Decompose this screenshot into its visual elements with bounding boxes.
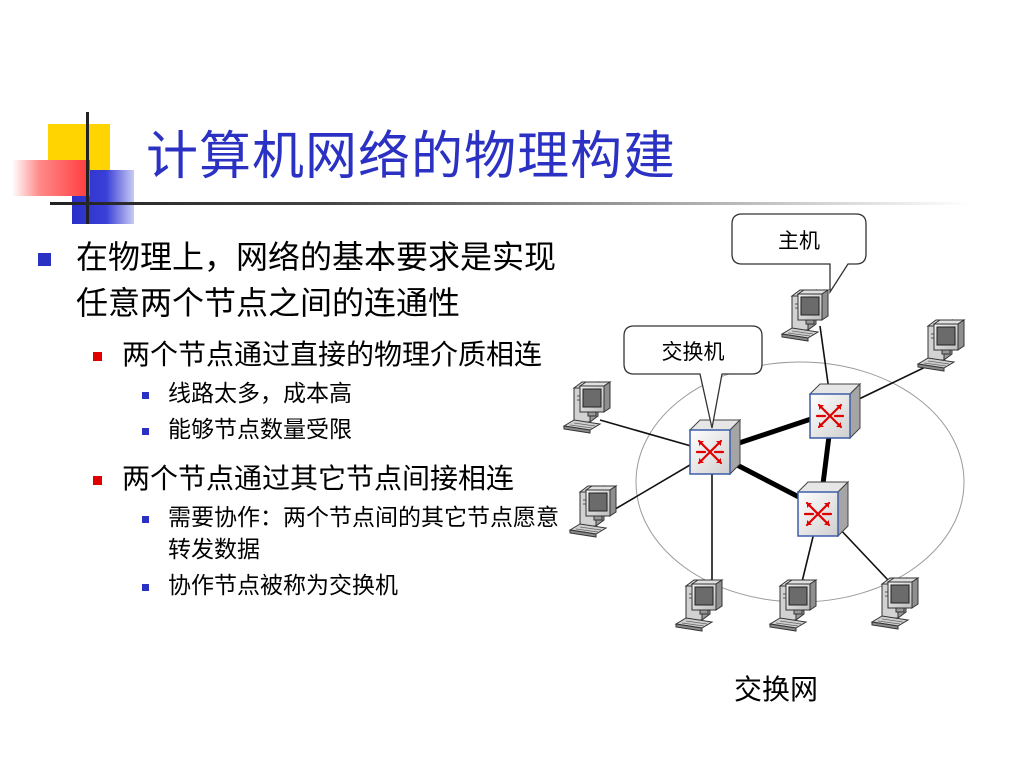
slide-title: 计算机网络的物理构建	[146, 127, 677, 187]
computer-icon	[769, 579, 817, 632]
computer-icon	[917, 319, 965, 372]
bullet-level2: 两个节点通过直接的物理介质相连	[38, 336, 578, 374]
computer-icon	[675, 579, 723, 632]
diagram-caption: 交换网	[734, 673, 819, 706]
logo-vertical-line	[86, 112, 89, 224]
bullet-level3: 线路太多，成本高	[38, 378, 578, 410]
host-label: 主机	[778, 229, 820, 253]
bullet-level2: 两个节点通过其它节点间接相连	[38, 460, 578, 498]
bullet-text: 两个节点通过直接的物理介质相连	[122, 338, 543, 371]
bullet-level3: 协作节点被称为交换机	[38, 570, 578, 602]
computer-icon	[871, 577, 919, 630]
switch-callout: 交换机	[623, 325, 763, 429]
square-bullet-icon	[93, 476, 102, 485]
title-underline	[50, 202, 970, 205]
square-bullet-icon	[142, 516, 149, 523]
bullet-text: 能够节点数量受限	[168, 417, 352, 443]
square-bullet-icon	[38, 253, 51, 266]
bullet-list: 在物理上，网络的基本要求是实现任意两个节点之间的连通性 两个节点通过直接的物理介…	[38, 234, 578, 602]
bullet-text: 线路太多，成本高	[168, 381, 352, 407]
square-bullet-icon	[142, 428, 149, 435]
bullet-text: 在物理上，网络的基本要求是实现任意两个节点之间的连通性	[76, 238, 557, 322]
logo-red-block	[12, 160, 90, 196]
switch-icon	[808, 382, 862, 440]
square-bullet-icon	[93, 352, 102, 361]
bullet-level3: 需要协作：两个节点间的其它节点愿意转发数据	[38, 502, 578, 566]
computer-icon	[569, 485, 617, 538]
host-callout: 主机	[731, 213, 867, 295]
switch-icon	[688, 418, 742, 476]
switch-label: 交换机	[662, 340, 725, 364]
bullet-level1: 在物理上，网络的基本要求是实现任意两个节点之间的连通性	[38, 234, 578, 326]
square-bullet-icon	[142, 584, 149, 591]
computer-icon	[563, 381, 611, 434]
square-bullet-icon	[142, 392, 149, 399]
network-boundary-ellipse	[635, 361, 965, 603]
bullet-text: 协作节点被称为交换机	[168, 573, 398, 599]
bullet-text: 需要协作：两个节点间的其它节点愿意转发数据	[168, 505, 559, 563]
switch-icon	[796, 480, 850, 538]
bullet-level3: 能够节点数量受限	[38, 414, 578, 446]
bullet-text: 两个节点通过其它节点间接相连	[122, 462, 515, 495]
